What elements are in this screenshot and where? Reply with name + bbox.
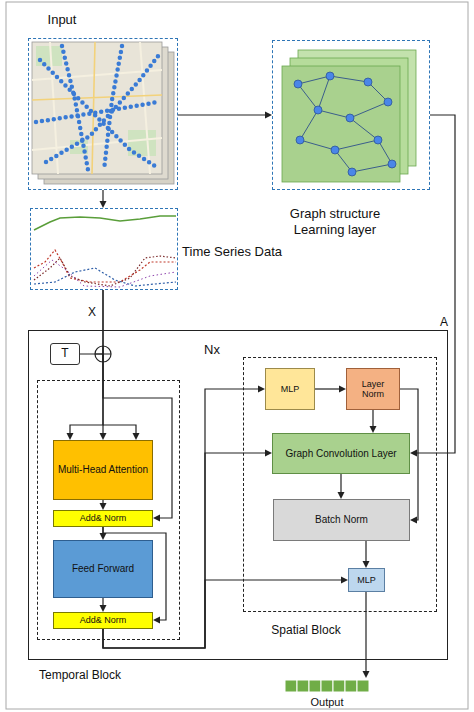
spatial-block: Spatial BlockMLPLayer NormGraph Convolut… [243, 357, 437, 612]
box-label: MLP [357, 575, 376, 585]
block-heading: Temporal Block [39, 668, 121, 682]
attention-box: Multi-Head Attention [53, 440, 153, 500]
connector-line [315, 388, 341, 389]
add-norm-box: Add& Norm [53, 510, 153, 527]
box-label: T [61, 347, 68, 361]
arrowhead [341, 577, 348, 584]
block-heading: Output [310, 696, 343, 709]
arrowhead [153, 617, 160, 624]
graph-learning-panel: Graph structure Learning layer [272, 40, 430, 190]
time-series-panel: Time Series Data [30, 208, 178, 290]
graph-illustration [282, 50, 416, 182]
arrowhead [363, 671, 370, 678]
mlp-box: MLP [265, 368, 315, 410]
time-series-illustration [34, 216, 176, 287]
arrowhead [410, 450, 417, 457]
temporal-block: Temporal BlockMulti-Head AttentionAdd& N… [37, 380, 180, 640]
graph-convolution-box: Graph Convolution Layer [272, 433, 410, 474]
arrowhead [370, 426, 377, 433]
time-embedding-box: T [50, 343, 80, 365]
box-label: MLP [281, 384, 300, 394]
connector [370, 410, 377, 433]
arrowhead [363, 561, 370, 568]
connector-line [365, 541, 366, 563]
connector [100, 190, 107, 208]
box-label: Layer Norm [350, 379, 396, 400]
connector [100, 598, 107, 612]
connector [67, 354, 104, 440]
output-vector: Output [285, 678, 369, 694]
attention-branch [103, 425, 140, 440]
arrowhead [100, 201, 107, 208]
edge-label: A [438, 315, 450, 329]
arrowhead [153, 515, 160, 522]
layer-norm-box: Layer Norm [346, 368, 400, 410]
block-heading: Spatial Block [271, 623, 340, 637]
arrowhead [100, 605, 107, 612]
block-heading: Nx [204, 342, 220, 358]
connector [363, 592, 370, 678]
connector-line [70, 354, 103, 435]
block-heading: Input [48, 12, 77, 28]
edge-label: X [86, 305, 98, 319]
arrowhead [67, 433, 74, 440]
box-label: Multi-Head Attention [58, 464, 148, 476]
arrowhead [100, 433, 107, 440]
connector [178, 112, 272, 119]
connector [410, 115, 455, 457]
arrowhead [338, 492, 345, 499]
connector-line [372, 410, 373, 428]
box-label: Add& Norm [80, 513, 127, 523]
box-label: Add& Norm [80, 615, 127, 625]
arrowhead [100, 533, 107, 540]
input-panel: Input [28, 38, 178, 190]
connector [338, 474, 345, 499]
connector-line [340, 474, 341, 494]
arrowhead [339, 386, 346, 393]
connector [100, 500, 107, 510]
box-label: Batch Norm [315, 514, 368, 526]
block-heading: Time Series Data [182, 244, 282, 260]
map-illustration [32, 42, 174, 184]
arrowhead [265, 450, 272, 457]
batch-norm-box: Batch Norm [273, 499, 410, 541]
arrowhead [265, 112, 272, 119]
arrowhead [410, 517, 417, 524]
connector-line [365, 592, 366, 673]
arrowhead [258, 386, 265, 393]
box-label: Graph Convolution Layer [285, 448, 396, 460]
repeat-block: Nx T Temporal BlockMulti-Head AttentionAdd… [28, 330, 448, 660]
connector [315, 386, 346, 393]
connector [363, 541, 370, 568]
connector-line [178, 114, 267, 115]
figure-frame [6, 2, 468, 709]
connector-line [415, 115, 455, 453]
box-label: Feed Forward [72, 563, 134, 575]
add-norm-box: Add& Norm [53, 612, 153, 629]
output-cells [285, 680, 369, 692]
block-heading: Graph structure Learning layer [270, 206, 400, 237]
arrowhead [100, 503, 107, 510]
mlp-box: MLP [348, 568, 385, 592]
feed-forward-box: Feed Forward [53, 540, 153, 598]
